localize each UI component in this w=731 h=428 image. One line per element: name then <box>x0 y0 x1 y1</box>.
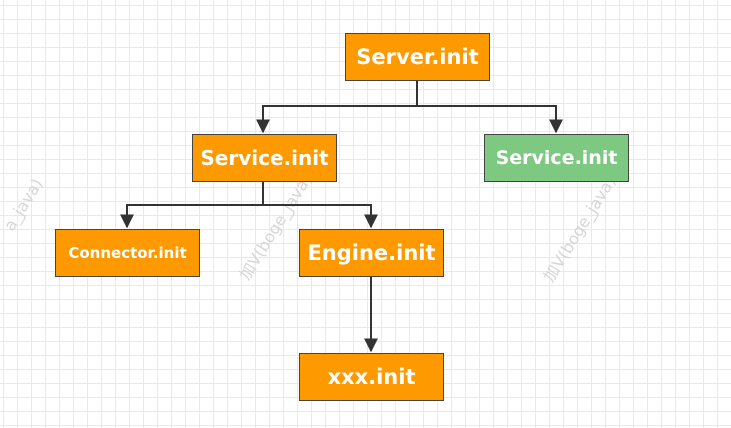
node-label: Engine.init <box>307 241 436 265</box>
node-label: xxx.init <box>327 365 416 389</box>
edge-server-service-right <box>417 105 563 134</box>
node-engine-init[interactable]: Engine.init <box>299 229 444 277</box>
node-service-init-right[interactable]: Service.init <box>484 134 629 182</box>
node-label: Connector.init <box>68 244 187 262</box>
node-connector-init[interactable]: Connector.init <box>55 229 200 277</box>
node-label: Service.init <box>495 147 618 169</box>
edge-server-service-left <box>256 81 418 134</box>
node-xxx-init[interactable]: xxx.init <box>299 353 444 401</box>
node-label: Server.init <box>356 45 479 69</box>
node-label: Service.init <box>200 146 329 170</box>
node-server-init[interactable]: Server.init <box>345 33 490 81</box>
edge-service-connector <box>120 182 264 229</box>
edge-service-engine <box>263 204 378 229</box>
node-service-init-left[interactable]: Service.init <box>192 134 337 182</box>
